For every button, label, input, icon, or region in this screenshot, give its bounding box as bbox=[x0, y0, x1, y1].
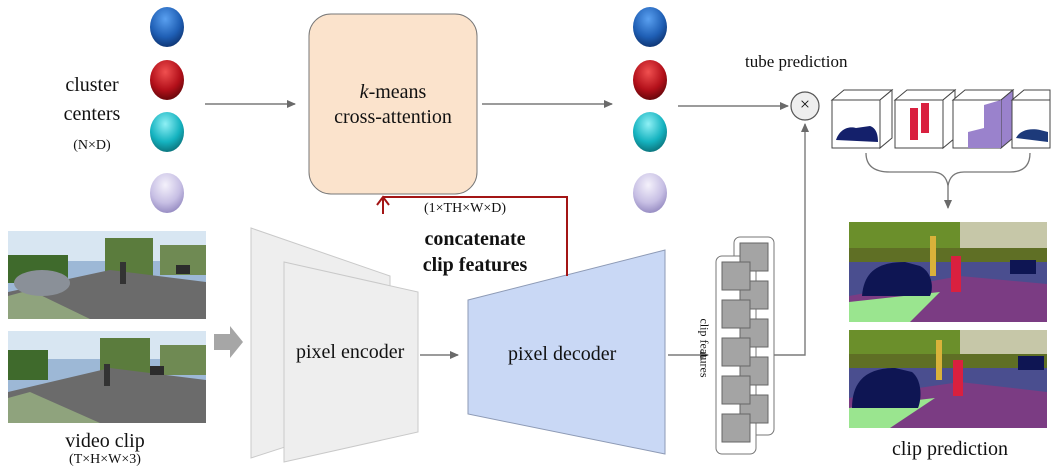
cluster-center-blue bbox=[150, 7, 184, 47]
multiply-operator bbox=[790, 91, 820, 121]
cluster-center-blue-out bbox=[633, 7, 667, 47]
cross-attention-label: cross-attention bbox=[334, 106, 452, 128]
concatenate-arrowhead bbox=[376, 195, 390, 206]
kmeans-cross-attention-box bbox=[308, 13, 478, 195]
clip-prediction-label: clip prediction bbox=[891, 438, 1009, 460]
concatenate-arrow bbox=[383, 196, 568, 276]
clip-features-stack bbox=[715, 236, 775, 455]
cluster-center-cyan-out bbox=[633, 112, 667, 152]
arrow-clip-features-to-multiply bbox=[772, 123, 809, 356]
video-frame-1 bbox=[8, 231, 206, 319]
cluster-centers-label-line1: cluster bbox=[65, 74, 119, 96]
pixel-decoder bbox=[467, 249, 666, 455]
clip-prediction-frame-1 bbox=[849, 222, 1047, 322]
arrow-video-to-encoder bbox=[214, 326, 243, 358]
clip-prediction-frame-2 bbox=[849, 330, 1047, 428]
cluster-centers-dims: (N×D) bbox=[73, 138, 111, 153]
cluster-center-lavender bbox=[150, 173, 184, 213]
concatenate-label-line1: concatenate bbox=[424, 228, 526, 250]
kmeans-k: k bbox=[359, 81, 369, 103]
pixel-encoder-front bbox=[283, 261, 419, 463]
pixel-decoder-label: pixel decoder bbox=[508, 343, 617, 365]
clip-features-label: clip features bbox=[697, 318, 712, 378]
tube-merge-brace bbox=[865, 152, 1031, 187]
multiply-symbol: × bbox=[799, 94, 811, 114]
pixel-encoder-label: pixel encoder bbox=[296, 341, 405, 363]
kmeans-label: k-means bbox=[309, 81, 477, 104]
concat-dims: (1×TH×W×D) bbox=[424, 201, 506, 216]
cluster-centers-label-line2: centers bbox=[63, 103, 121, 125]
video-clip-dims: (T×H×W×3) bbox=[69, 452, 141, 467]
tube-cube-car bbox=[830, 88, 894, 150]
cluster-center-cyan bbox=[150, 112, 184, 152]
kmeans-suffix: -means bbox=[368, 81, 427, 103]
tube-prediction-label: tube prediction bbox=[745, 52, 848, 71]
video-clip-label: video clip bbox=[65, 430, 145, 452]
tube-cube-person bbox=[893, 88, 957, 150]
cluster-centers-input bbox=[150, 7, 184, 213]
cluster-centers-output bbox=[633, 7, 667, 213]
video-frame-2 bbox=[8, 331, 206, 423]
cluster-center-lavender-out bbox=[633, 173, 667, 213]
cluster-center-red bbox=[150, 60, 184, 100]
cluster-center-red-out bbox=[633, 60, 667, 100]
tube-cube-car-small bbox=[1010, 89, 1051, 149]
concatenate-label-line2: clip features bbox=[422, 254, 528, 276]
tube-cube-sidewalk bbox=[951, 88, 1015, 150]
